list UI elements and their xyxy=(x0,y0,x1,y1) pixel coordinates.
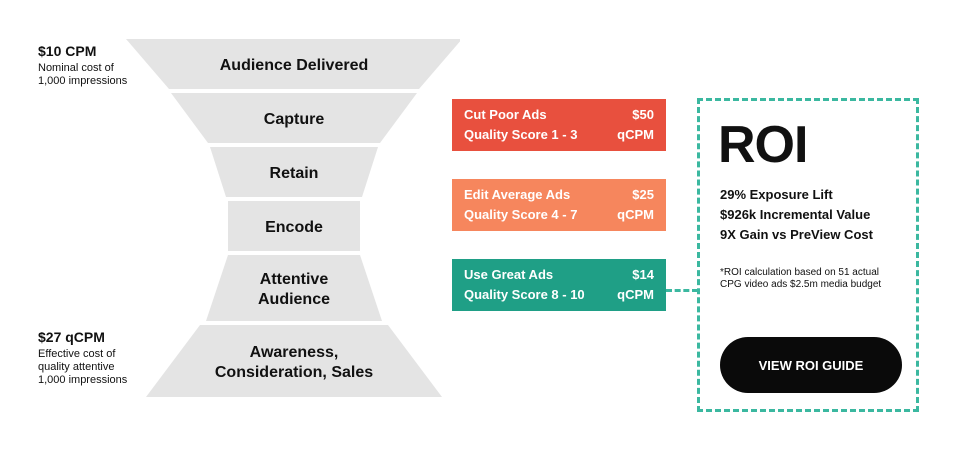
cut-poor-ads-score: Quality Score 1 - 3 xyxy=(464,127,578,142)
view-roi-guide-button[interactable]: VIEW ROI GUIDE xyxy=(720,337,902,393)
effective-cost-description: Effective cost of quality attentive 1,00… xyxy=(38,348,128,386)
funnel-stage xyxy=(210,147,378,197)
use-great-ads-score: Quality Score 8 - 10 xyxy=(464,287,585,302)
dashed-connector xyxy=(666,289,698,292)
cut-poor-ads-box: Cut Poor Ads $50 Quality Score 1 - 3 qCPM xyxy=(452,99,666,151)
funnel-stage xyxy=(126,39,460,89)
funnel-stage-label: Retain xyxy=(270,165,319,182)
funnel-stage-label: Awareness, xyxy=(250,344,339,361)
nominal-cpm-value: $10 CPM xyxy=(38,43,97,59)
attention-funnel: Audience DeliveredCaptureRetainEncodeAtt… xyxy=(126,39,460,397)
roi-metric: 29% Exposure Lift xyxy=(720,187,833,202)
funnel-stage xyxy=(171,93,417,143)
funnel-stage xyxy=(206,255,382,321)
roi-metrics: 29% Exposure Lift $926k Incremental Valu… xyxy=(720,185,873,245)
effective-qcpm-value: $27 qCPM xyxy=(38,329,105,345)
cut-poor-ads-title: Cut Poor Ads xyxy=(464,107,547,122)
roi-title: ROI xyxy=(718,116,808,174)
edit-average-ads-box: Edit Average Ads $25 Quality Score 4 - 7 q… xyxy=(452,179,666,231)
cut-poor-ads-unit: qCPM xyxy=(617,127,654,142)
effective-cost-note: $27 qCPM Effective cost of quality atten… xyxy=(38,328,127,387)
funnel-stage-label: Attentive xyxy=(260,271,329,288)
cut-poor-ads-price: $50 xyxy=(632,107,654,122)
edit-average-ads-price: $25 xyxy=(632,187,654,202)
use-great-ads-unit: qCPM xyxy=(617,287,654,302)
nominal-cost-description: Nominal cost of 1,000 impressions xyxy=(38,62,128,87)
edit-average-ads-title: Edit Average Ads xyxy=(464,187,571,202)
roi-metric: $926k Incremental Value xyxy=(720,207,871,222)
funnel-stage xyxy=(228,201,360,251)
use-great-ads-box: Use Great Ads $14 Quality Score 8 - 10 qCP… xyxy=(452,259,666,311)
funnel-stage-label: Audience Delivered xyxy=(220,57,369,74)
funnel-stage-label: Encode xyxy=(265,219,323,236)
funnel-stage xyxy=(146,325,442,397)
use-great-ads-price: $14 xyxy=(632,267,654,282)
edit-average-ads-unit: qCPM xyxy=(617,207,654,222)
funnel-stage-label: Consideration, Sales xyxy=(215,364,373,381)
edit-average-ads-score: Quality Score 4 - 7 xyxy=(464,207,578,222)
roi-footnote: *ROI calculation based on 51 actual CPG … xyxy=(720,267,882,290)
roi-panel: ROI 29% Exposure Lift $926k Incremental … xyxy=(697,98,919,412)
roi-metric: 9X Gain vs PreView Cost xyxy=(720,227,873,242)
funnel-stage-label: Audience xyxy=(258,291,330,308)
funnel-stage-label: Capture xyxy=(264,111,325,128)
nominal-cost-note: $10 CPM Nominal cost of 1,000 impression… xyxy=(38,42,127,88)
use-great-ads-title: Use Great Ads xyxy=(464,267,554,282)
